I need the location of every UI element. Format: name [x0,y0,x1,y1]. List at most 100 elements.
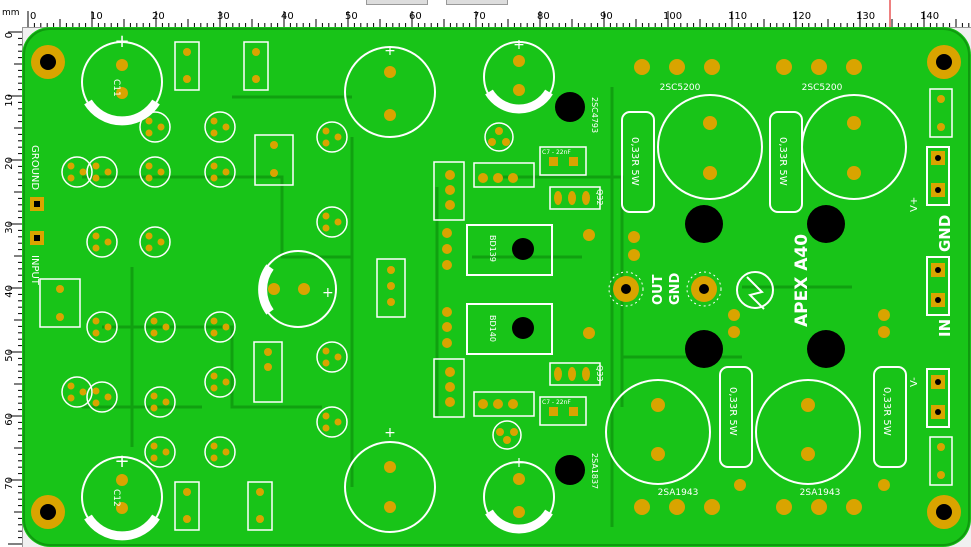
label-2sc4793: 2SC4793 [590,97,599,133]
small-transistor[interactable] [61,156,93,188]
label-gnd-mid: GND [668,272,683,305]
ruler-tick: 80 [537,11,550,22]
vertical-ruler: 0 10 20 30 40 50 60 70 [0,27,23,547]
transistor-q32[interactable]: Q32 [549,186,604,210]
terminal-power[interactable] [926,146,950,206]
toolbar-button-stub[interactable] [446,0,508,5]
capacitor-100n-right-top[interactable] [929,88,953,138]
capacitor-c14[interactable]: + [344,425,436,533]
transistor-bc550-bottom[interactable] [492,420,522,450]
small-transistor[interactable] [139,111,171,143]
capacitor-100n-4[interactable] [247,481,273,531]
small-transistor[interactable] [61,376,93,408]
small-transistor[interactable] [316,341,348,373]
transistor-bc560-top[interactable] [484,122,514,152]
label-res-4: 0,33R 5W [881,387,892,436]
transistor-q33[interactable]: Q33 [549,362,604,386]
resistor-033-1[interactable]: 0,33R 5W [621,111,655,213]
label-gnd-right: GND [936,215,954,252]
power-capacitor-1[interactable] [657,94,763,200]
small-transistor[interactable] [139,156,171,188]
transistor-mje350-bottom[interactable] [473,391,535,417]
small-transistor[interactable] [144,386,176,418]
transistor-2sa1943-left-pads[interactable] [634,499,720,515]
small-transistor[interactable] [144,436,176,468]
mounting-holes [31,45,961,529]
capacitor-100n-1[interactable] [174,41,200,91]
small-transistor[interactable] [316,121,348,153]
ruler-tick: 0 [30,11,37,22]
capacitor-c13[interactable]: + [344,43,436,138]
capacitor-100n-3[interactable] [174,481,200,531]
terminal-speaker[interactable] [926,256,950,316]
capacitor-c12[interactable]: + C12 [81,451,163,541]
svg-text:+: + [322,285,334,301]
small-transistor[interactable] [86,381,118,413]
small-transistor[interactable] [316,406,348,438]
capacitor-c7-top[interactable]: C7 - 22nF [539,146,587,176]
resistor-033-4[interactable]: 0,33R 5W [873,366,907,468]
capacitor-100n-right-bottom[interactable] [929,436,953,486]
small-transistor[interactable] [316,206,348,238]
label-bd140: BD140 [488,315,497,342]
ruler-tick: 60 [409,11,422,22]
transistor-bd139[interactable]: BD139 [442,224,553,276]
transistor-mje340[interactable] [433,161,465,221]
ruler-tick: 10 [90,11,103,22]
svg-text:+: + [384,425,396,441]
ruler-tick: 130 [856,11,876,22]
ruler-tick: 30 [217,11,230,22]
transistor-2sa1943-right-pads[interactable] [776,499,862,515]
label-q32: Q32 [595,189,604,205]
small-transistor[interactable] [139,226,171,258]
small-transistor[interactable] [204,436,236,468]
toolbar-button-stub[interactable] [366,0,428,5]
resistor-100r[interactable] [253,341,283,403]
svg-text:+: + [513,455,525,471]
terminal-negative[interactable] [926,368,950,428]
brand-label: APEX A40 [792,234,812,327]
label-2sa1837: 2SA1837 [590,453,599,489]
small-transistor[interactable] [86,226,118,258]
transistor-2sc5200-left-pads[interactable] [634,59,720,75]
transistor-2sc5200-right-pads[interactable] [776,59,862,75]
label-v-plus: V+ [909,197,920,212]
capacitor-center[interactable]: + [258,250,337,328]
ruler-tick: 20 [152,11,165,22]
transistor-mje350[interactable] [473,162,535,188]
power-capacitor-4[interactable] [755,379,861,485]
ruler-top-ticks [27,0,970,27]
board-edge [23,28,970,546]
capacitor-c11[interactable]: + C11 [81,31,163,126]
capacitor-c4-470p[interactable] [39,278,81,328]
label-2sa1943-right: 2SA1943 [800,488,841,498]
small-transistor[interactable] [204,311,236,343]
resistor-pads-right[interactable] [583,229,890,491]
capacitor-c2-47p[interactable] [254,134,294,186]
small-transistor[interactable] [86,156,118,188]
transistor-bd140[interactable]: BD140 [442,303,553,355]
gnd-pad[interactable] [686,271,722,307]
small-transistor[interactable] [204,366,236,398]
pcb-board[interactable]: + C11 + C12 + + + + + [22,27,971,547]
capacitor-top-right-small[interactable]: + [483,37,555,114]
small-signal-transistors [61,111,348,468]
resistor-033-2[interactable]: 0,33R 5W [769,111,803,213]
label-v-minus: V- [909,377,920,387]
power-capacitor-3[interactable] [605,379,711,485]
transistor-mje340-bottom[interactable] [433,358,465,418]
input-pad[interactable] [30,231,44,245]
ruler-tick: 120 [792,11,812,22]
small-transistor[interactable] [204,111,236,143]
capacitor-100n-2[interactable] [243,41,269,91]
resistor-47k[interactable] [376,258,406,318]
capacitor-c7-bottom[interactable]: C7 - 22nF [539,396,587,426]
label-c11: C11 [111,79,121,97]
small-transistor[interactable] [86,311,118,343]
small-transistor[interactable] [144,311,176,343]
resistor-033-3[interactable]: 0,33R 5W [719,366,753,468]
output-pad[interactable] [608,271,644,307]
capacitor-bottom-right-small[interactable]: + [483,455,555,534]
small-transistor[interactable] [204,156,236,188]
ground-pad[interactable] [30,197,44,211]
